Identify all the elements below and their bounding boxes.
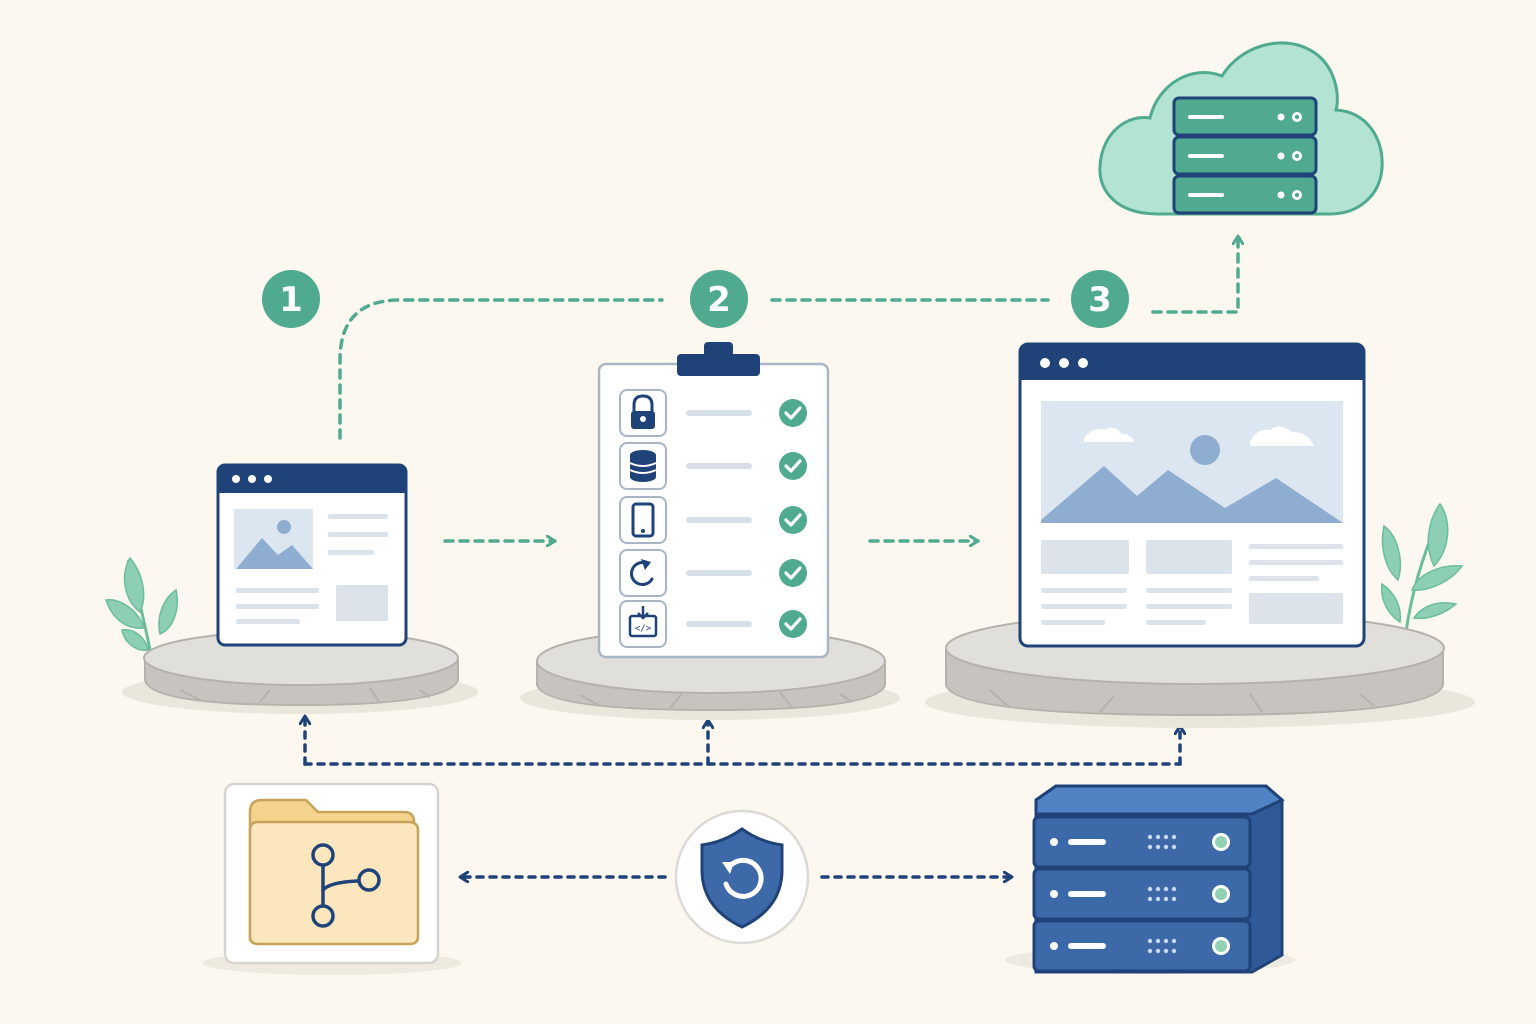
checklist-item: </> [619,600,807,648]
check-circle-icon [779,610,807,638]
check-circle-icon [779,506,807,534]
step-badge-1-label: 1 [279,280,303,320]
step-3-browser-window [1018,342,1366,648]
lock-icon [631,394,655,429]
checklist-item [619,549,807,597]
checklist-item [619,442,807,490]
plant-right-decoration [1380,502,1464,641]
checklist-items: </> [619,389,807,648]
connector-step1-to-step2 [338,298,664,440]
navy-flow-connectors [305,714,1180,877]
check-circle-icon [779,452,807,480]
teal-flow-connectors [338,234,1238,541]
server-unit [1032,815,1252,869]
pedestal-step-1 [122,630,478,714]
connector-step3-to-cloud [1151,234,1238,314]
checklist-item-text-placeholder [686,410,752,416]
step-badge-1: 1 [262,270,320,328]
git-branch-folder-icon [248,798,420,946]
checklist-item-text-placeholder [686,621,752,627]
checklist-item-text-placeholder [686,517,752,523]
cloud-server-icon [1172,96,1318,215]
check-circle-icon [779,559,807,587]
svg-text:</>: </> [635,624,652,634]
code-deploy-icon: </> [628,606,658,638]
check-circle-icon [779,399,807,427]
checklist-item-text-placeholder [686,570,752,576]
checklist-item-text-placeholder [686,463,752,469]
hero-image-placeholder-icon [1041,401,1343,523]
server-unit [1032,867,1252,921]
checklist-item [619,389,807,437]
server-units [1032,815,1252,973]
checklist-item [619,496,807,544]
cloud-icon [1098,41,1384,216]
step-badge-2-label: 2 [707,280,731,320]
mobile-device-icon [631,502,655,538]
step-badge-2: 2 [690,270,748,328]
image-placeholder-icon [234,509,313,569]
step-1-browser-window [216,463,408,647]
step-badge-3-label: 3 [1088,280,1112,320]
pedestal-step-2 [520,628,900,720]
step-badge-3: 3 [1071,270,1129,328]
shield-restore-icon [674,809,810,945]
repository-card [202,782,462,975]
server-rack-icon [1005,784,1295,974]
step-2-checklist-clipboard: </> [597,342,830,659]
database-icon [629,450,657,482]
refresh-icon [630,559,654,586]
server-unit [1032,919,1252,973]
plant-left-decoration [105,556,178,651]
